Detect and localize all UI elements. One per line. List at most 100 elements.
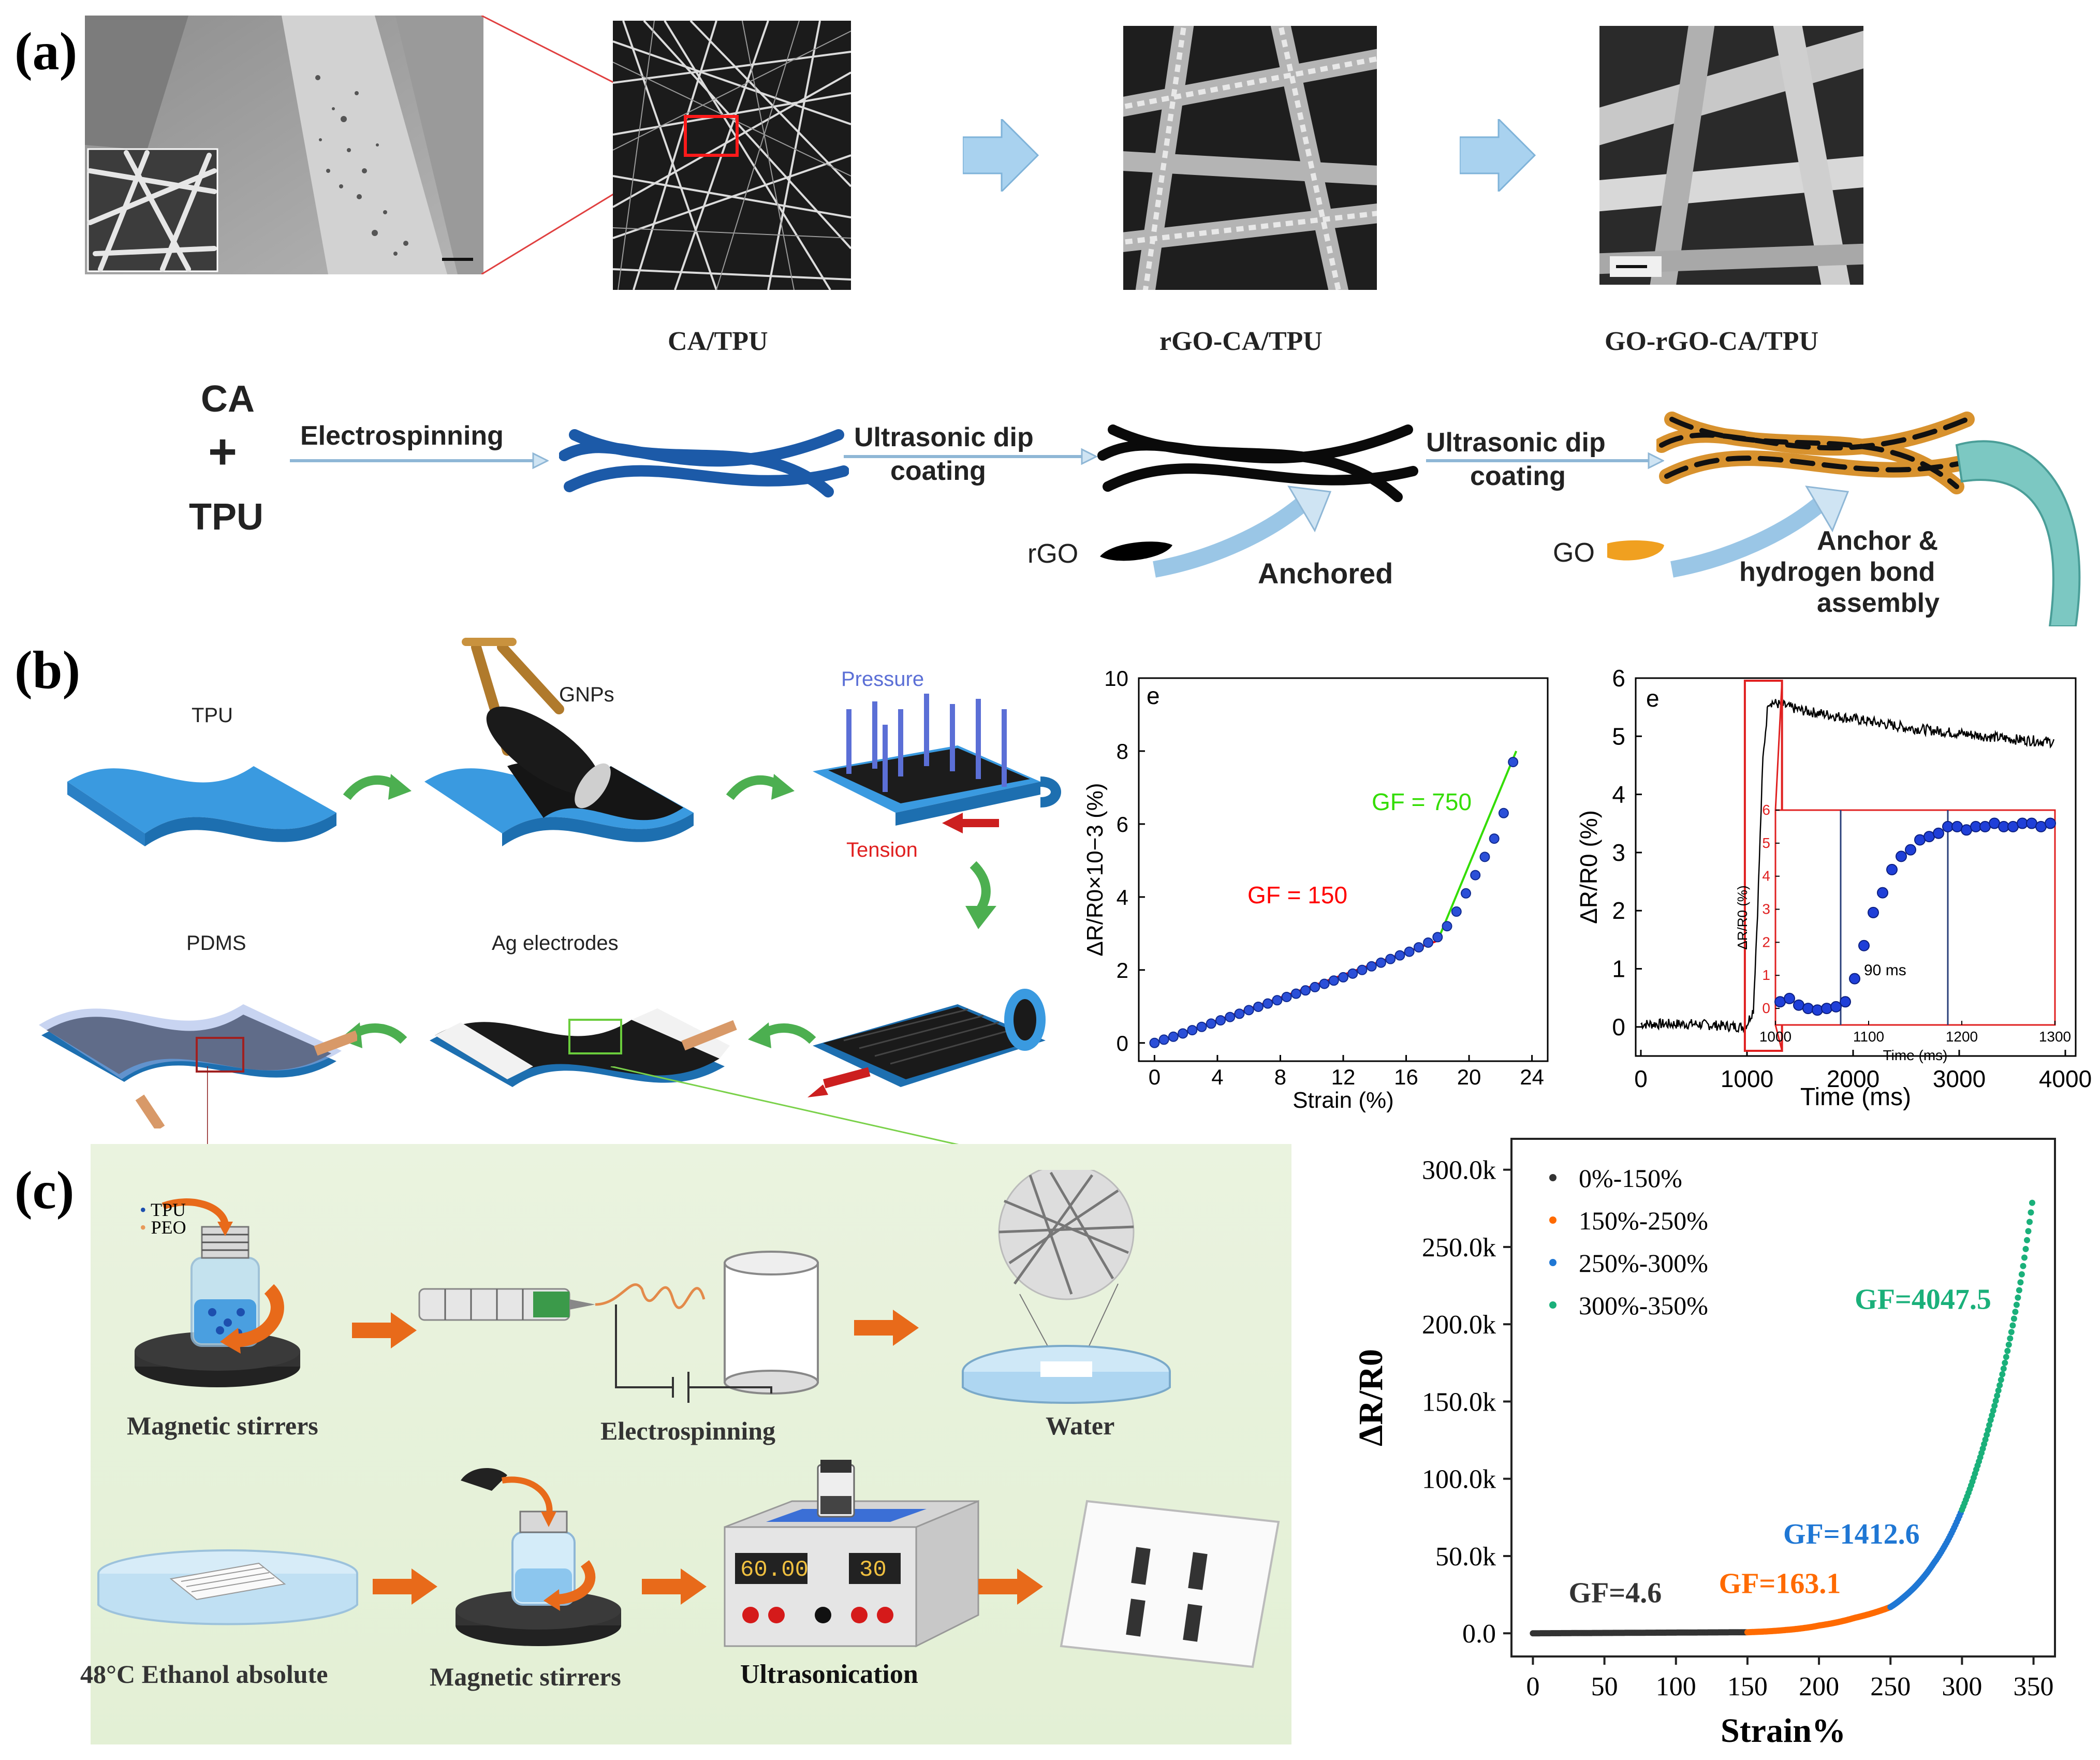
inset-xtick-label: 1000 — [1759, 1029, 1791, 1045]
inset-data-point — [1793, 999, 1804, 1011]
inset-connector — [1774, 1024, 1783, 1051]
chart3-xtick-label: 250 — [1870, 1672, 1911, 1702]
green-arrow-down — [965, 861, 996, 929]
inset-annotation: 90 ms — [1864, 962, 1906, 979]
chart3-xlabel: Strain% — [1721, 1712, 1846, 1750]
chart3-data-point — [1999, 1371, 2006, 1377]
chart3-data-point — [1992, 1398, 1999, 1404]
inset-data-point — [1914, 834, 1926, 846]
rgo-flake-icon — [1100, 541, 1172, 561]
inset-xtick-label: 1300 — [2039, 1029, 2071, 1045]
chart2-ytick-label: 1 — [1612, 956, 1625, 982]
anchored-arrow — [1153, 486, 1332, 578]
chart1-xtick-label: 8 — [1274, 1065, 1286, 1089]
chart3-ytick-label: 300.0k — [1422, 1156, 1496, 1185]
inset-data-point — [1858, 940, 1870, 951]
go-flake-icon — [1607, 540, 1664, 561]
magnetic-stirrer-1 — [135, 1198, 300, 1387]
chart3-data-point — [1996, 1382, 2003, 1389]
chart1-ytick-label: 0 — [1117, 1031, 1128, 1055]
process-arrow-2 — [1460, 119, 1536, 192]
chart3-data-point — [2012, 1309, 2019, 1315]
sem-image-ca-tpu-membrane — [85, 16, 483, 274]
arrow-dip-coating-2 — [1426, 452, 1664, 470]
chart3-ytick-label: 250.0k — [1422, 1233, 1496, 1263]
chart1-data-point — [1375, 957, 1386, 968]
pdms-label: PDMS — [186, 932, 246, 955]
chart1-data-point — [1319, 978, 1330, 989]
chart3-data-point — [2010, 1315, 2017, 1322]
anchor-arrow — [1670, 486, 1849, 578]
chart1-ytick-label: 10 — [1104, 666, 1128, 691]
ethanol-caption: 48°C Ethanol absolute — [80, 1660, 328, 1689]
ultrasonicator-display-2: 30 — [859, 1557, 887, 1583]
chart3-frame — [1510, 1138, 2056, 1658]
scheme-tpu-label: TPU — [189, 496, 263, 538]
gnps-roller-illustration — [424, 638, 694, 846]
pressure-illustration — [813, 694, 1061, 833]
chart3-data-point — [2016, 1287, 2022, 1294]
orange-arrow-3 — [373, 1568, 437, 1605]
inset-data-point — [1923, 831, 1935, 843]
chart3-data-point — [2003, 1354, 2009, 1360]
blue-fibers-illustration — [559, 429, 849, 497]
ultrasonicator-illustration — [724, 1460, 979, 1648]
orange-arrow-1 — [352, 1312, 417, 1348]
chart3-legend-marker — [1549, 1174, 1556, 1181]
chart1-data-point — [1158, 1034, 1169, 1045]
green-arrow-3 — [748, 1022, 816, 1048]
chart1-data-point — [1290, 988, 1301, 999]
chart1-data-point — [1178, 1028, 1188, 1039]
inset-data-point — [1933, 827, 1944, 839]
green-arrow-2 — [726, 774, 795, 800]
stirrer-caption-2: Magnetic stirrers — [430, 1662, 621, 1691]
chart1-data-point — [1385, 954, 1396, 964]
teal-curved-arrow — [1955, 440, 2081, 626]
inset-connector — [1774, 680, 1783, 811]
inset-ytick-label: 1 — [1762, 967, 1770, 983]
chart3-ytick-label: 50.0k — [1435, 1542, 1496, 1572]
orange-arrow-4 — [642, 1568, 707, 1605]
chart3-ytick-label: 150.0k — [1422, 1387, 1496, 1417]
anchor-line2: hydrogen bond — [1739, 557, 1935, 587]
chart1-data-point — [1479, 852, 1490, 862]
chart3-data-point — [2000, 1366, 2007, 1372]
chart1-data-point — [1215, 1015, 1226, 1026]
chart3-gf-annotation: GF=4.6 — [1569, 1577, 1662, 1609]
chart1-data-point — [1225, 1011, 1236, 1022]
chart1-data-point — [1187, 1025, 1198, 1036]
chart3-data-point — [2013, 1301, 2020, 1308]
inset-data-point — [1877, 887, 1888, 899]
arrow-electrospinning — [290, 452, 549, 470]
chart3-data-point — [1984, 1431, 1990, 1438]
caption-rgo-ca-tpu: rGO-CA/TPU — [1159, 327, 1323, 356]
inset-data-point — [1896, 850, 1907, 862]
inset-data-point — [1961, 824, 1972, 836]
chart3-data-point — [2004, 1347, 2011, 1354]
chart3-legend-marker — [1549, 1301, 1556, 1309]
tpu-dot-icon: • — [140, 1199, 146, 1220]
inset-ytick-label: 0 — [1762, 1000, 1770, 1016]
chart3-data-point — [1990, 1407, 1996, 1414]
chart3-data-point — [1982, 1436, 1989, 1443]
chart1-data-point — [1206, 1018, 1216, 1029]
chart1-data-point — [1234, 1008, 1245, 1019]
chart3-data-point — [2025, 1228, 2032, 1235]
inset-ytick-label: 5 — [1762, 835, 1770, 851]
arrow-dip-coating-1 — [844, 448, 1097, 465]
chart3-data-point — [1994, 1392, 2001, 1399]
inset-data-point — [1849, 973, 1860, 985]
electrospinning-caption: Electrospinning — [600, 1416, 776, 1445]
inset-data-point — [1868, 906, 1879, 918]
chart2-xtick-label: 0 — [1634, 1065, 1648, 1092]
chart3-gf-annotation: GF=1412.6 — [1783, 1518, 1920, 1550]
chart1-ytick-label: 6 — [1117, 812, 1128, 837]
inset-data-point — [1951, 820, 1963, 832]
chart3-legend-label: 300%-350% — [1579, 1291, 1708, 1320]
process-arrow-1 — [963, 119, 1039, 192]
ag-electrodes-device — [430, 1008, 737, 1087]
anchored-label: Anchored — [1258, 557, 1393, 590]
chart1-xlabel: Strain (%) — [1293, 1088, 1394, 1113]
